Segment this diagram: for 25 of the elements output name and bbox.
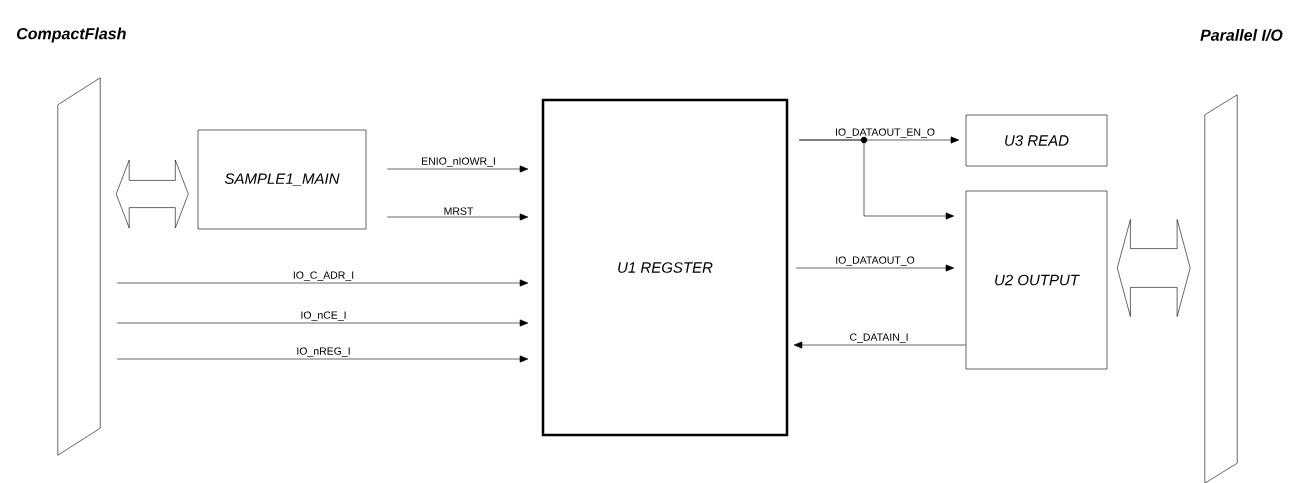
block-box: SAMPLE1_MAIN bbox=[197, 129, 367, 230]
heading: CompactFlash bbox=[17, 27, 126, 43]
block-box: U1 REGSTER bbox=[541, 98, 789, 437]
connector-drawing bbox=[57, 77, 101, 456]
signal-label: IO_DATAOUT_EN_O bbox=[834, 127, 936, 139]
arrow bbox=[116, 319, 529, 327]
arrow bbox=[116, 279, 529, 287]
bus-arrow bbox=[115, 159, 189, 229]
heading: Parallel I/O bbox=[1200, 29, 1283, 41]
arrow bbox=[387, 165, 529, 173]
arrow bbox=[793, 341, 966, 349]
arrow bbox=[795, 264, 955, 272]
block-box: U2 OUTPUT bbox=[965, 190, 1108, 370]
signal-label: IO_DATAOUT_O bbox=[834, 255, 916, 267]
arrow bbox=[387, 213, 529, 221]
signal-label: IO_nCE_I bbox=[299, 310, 348, 322]
signal-label: IO_C_ADR_I bbox=[291, 270, 356, 282]
signal-label: ENIO_nIOWR_I bbox=[420, 156, 497, 168]
arrow bbox=[116, 355, 529, 363]
block-box: U3 READ bbox=[965, 114, 1108, 167]
signal-label: IO_nREG_I bbox=[295, 346, 352, 358]
connector-drawing bbox=[1204, 94, 1238, 483]
arrow bbox=[798, 139, 955, 220]
signal-label: MRST bbox=[442, 206, 475, 216]
signal-label: C_DATAIN_I bbox=[848, 332, 910, 344]
